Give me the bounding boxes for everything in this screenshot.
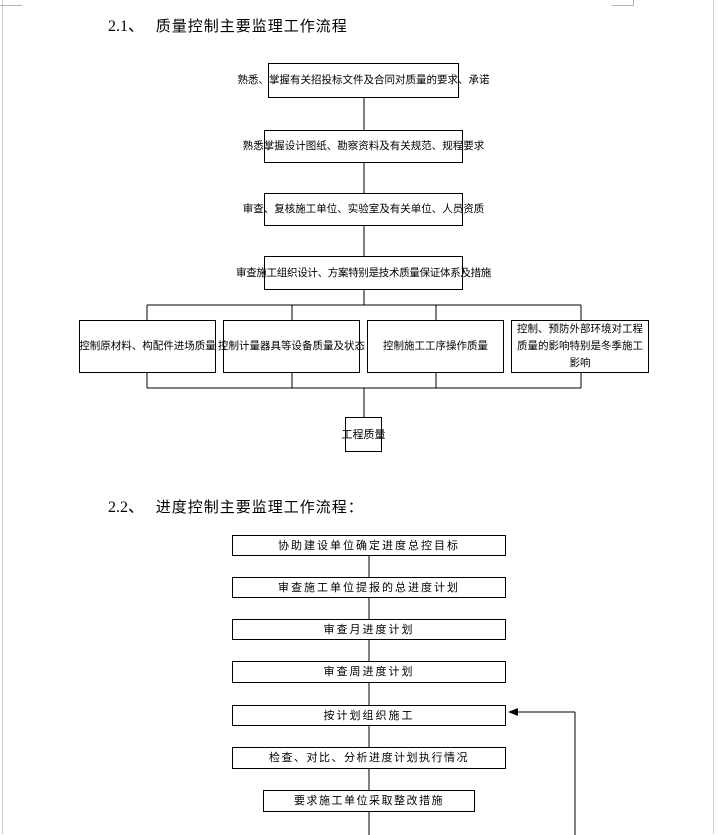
quality-branch-process: 控制施工工序操作质量: [367, 320, 504, 373]
section-2-1-title: 质量控制主要监理工作流程: [155, 17, 348, 35]
quality-branch-materials: 控制原材料、构配件进场质量: [79, 320, 216, 373]
section-2-1-number: 2.1、: [108, 18, 145, 35]
section-2-1-heading: 2.1、 质量控制主要监理工作流程: [108, 12, 348, 36]
section-2-2-heading: 2.2、 进度控制主要监理工作流程：: [108, 493, 364, 517]
progress-step-6: 检查、对比、分析进度计划执行情况: [232, 747, 506, 769]
quality-step-2: 熟悉掌握设计图纸、勘察资料及有关规范、规程要求: [243, 130, 484, 163]
progress-step-5: 按计划组织施工: [232, 705, 506, 726]
section-2-2-number: 2.2、: [108, 499, 145, 516]
quality-step-3: 审查、复核施工单位、实验室及有关单位、人员资质: [243, 193, 484, 226]
progress-step-7: 要求施工单位采取整改措施: [263, 790, 475, 812]
quality-step-1: 熟悉、掌握有关招投标文件及合同对质量的要求、承诺: [238, 63, 490, 98]
quality-branch-environment: 控制、预防外部环境对工程质量的影响特别是冬季施工影响: [511, 320, 649, 373]
progress-step-3: 审查月进度计划: [232, 619, 506, 640]
progress-step-4: 审查周进度计划: [232, 661, 506, 683]
section-2-2-title: 进度控制主要监理工作流程：: [155, 498, 364, 516]
progress-step-1: 协助建设单位确定进度总控目标: [232, 535, 506, 556]
crop-mark-left: [0, 5, 22, 6]
quality-result: 工程质量: [342, 417, 386, 452]
feedback-arrowhead: [508, 708, 518, 716]
quality-branch-equipment: 控制计量器具等设备质量及状态: [218, 320, 365, 373]
quality-step-4: 审查施工组织设计、方案特别是技术质量保证体系及措施: [236, 256, 491, 290]
progress-step-2: 审查施工单位提报的总进度计划: [232, 577, 506, 598]
crop-mark-right-v: [633, 0, 634, 6]
crop-mark-right: [612, 5, 634, 6]
